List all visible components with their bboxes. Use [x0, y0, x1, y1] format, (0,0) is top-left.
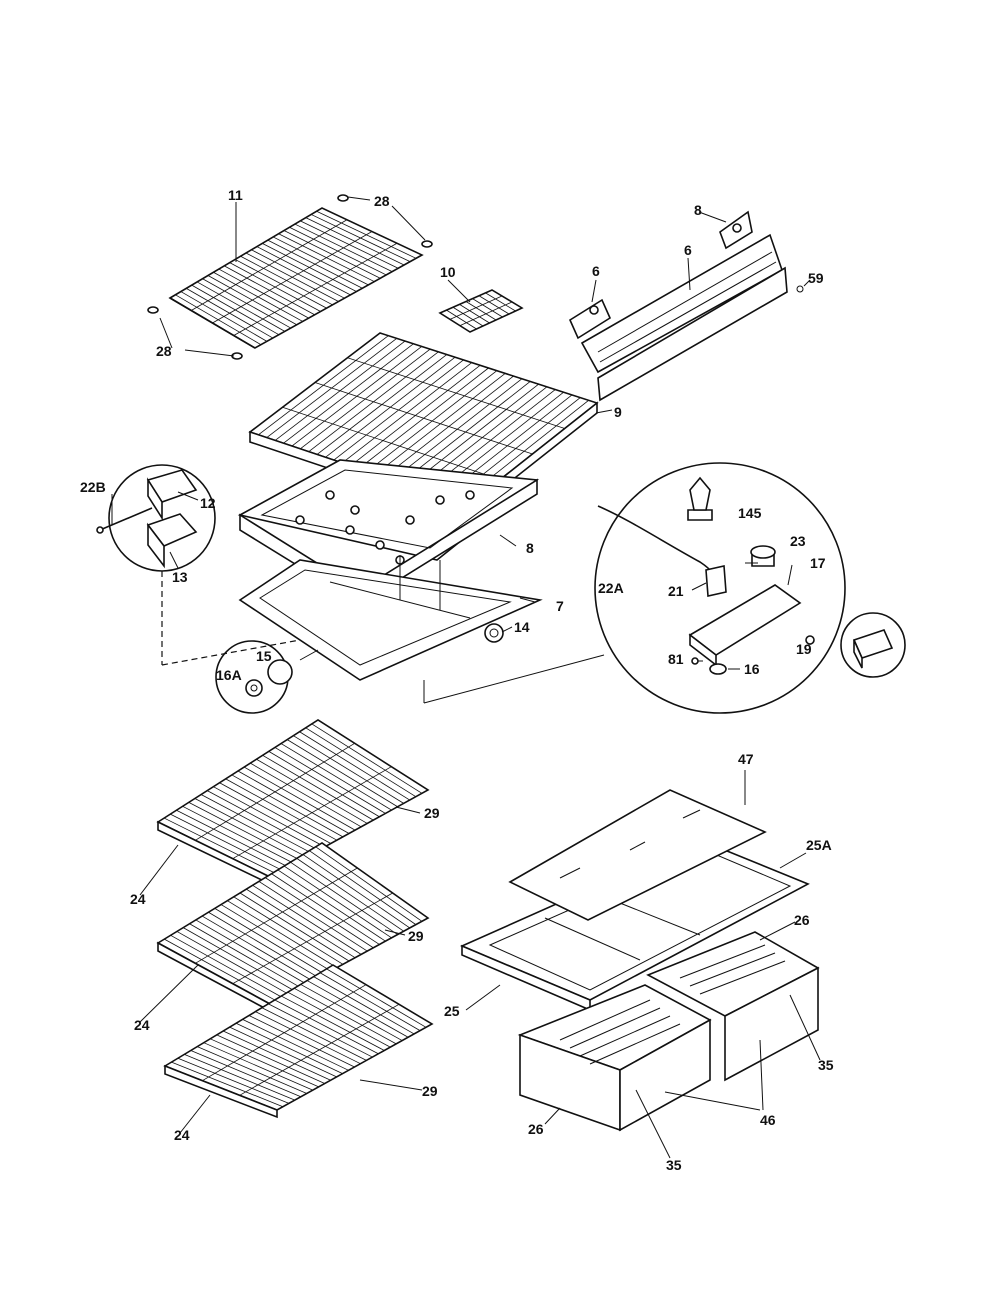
label-part-16a: 16A — [216, 667, 242, 683]
wire-shelf-top — [168, 207, 424, 349]
trim-bracket-assembly — [568, 210, 804, 402]
label-part-10: 10 — [440, 264, 456, 280]
label-part-23: 23 — [790, 533, 806, 549]
label-part-28: 28 — [156, 343, 172, 359]
label-part-9: 9 — [614, 404, 622, 420]
shelf-clip — [147, 194, 433, 360]
label-part-22a: 22A — [598, 580, 624, 596]
control-detail-inset — [96, 464, 301, 666]
glass-shelf-2 — [156, 842, 430, 1013]
label-part-21: 21 — [668, 583, 684, 599]
label-part-19: 19 — [796, 641, 812, 657]
label-part-16: 16 — [744, 661, 760, 677]
label-part-35: 35 — [818, 1057, 834, 1073]
drawer-frame — [238, 555, 543, 681]
label-part-81: 81 — [668, 651, 684, 667]
label-part-35: 35 — [666, 1157, 682, 1173]
label-part-13: 13 — [172, 569, 188, 585]
glass-shelf-3 — [163, 964, 434, 1119]
label-part-24: 24 — [130, 891, 146, 907]
leader-lines — [111, 196, 821, 1159]
label-part-59: 59 — [808, 270, 824, 286]
switch-detail-inset — [840, 612, 906, 678]
label-part-11: 11 — [228, 187, 243, 203]
label-part-8: 8 — [694, 202, 702, 218]
label-part-17: 17 — [810, 555, 826, 571]
label-part-22b: 22B — [80, 479, 106, 495]
label-part-26: 26 — [794, 912, 810, 928]
label-part-25: 25 — [444, 1003, 460, 1019]
crisper-drawer-left — [517, 984, 712, 1132]
thermostat-detail-inset — [423, 462, 846, 714]
label-part-7: 7 — [556, 598, 564, 614]
label-part-12: 12 — [200, 495, 216, 511]
label-part-145: 145 — [738, 505, 762, 521]
knob — [484, 623, 504, 643]
label-part-46: 46 — [760, 1112, 776, 1128]
glass-cover — [508, 789, 767, 921]
glass-shelf-1 — [156, 719, 430, 886]
label-part-26: 26 — [528, 1121, 544, 1137]
label-part-15: 15 — [256, 648, 272, 664]
label-part-29: 29 — [408, 928, 424, 944]
lamp-detail-inset — [215, 640, 319, 714]
label-part-6: 6 — [684, 242, 692, 258]
label-part-29: 29 — [424, 805, 440, 821]
label-part-6: 6 — [592, 263, 600, 279]
label-part-14: 14 — [514, 619, 530, 635]
label-part-25a: 25A — [806, 837, 832, 853]
label-part-24: 24 — [174, 1127, 190, 1143]
ice-tray — [438, 289, 524, 333]
part-labels: 11 28 28 10 8 6 6 59 9 22B 12 13 8 7 14 … — [80, 187, 834, 1173]
label-part-28: 28 — [374, 193, 390, 209]
label-part-47: 47 — [738, 751, 754, 767]
crisper-drawer-right — [646, 931, 820, 1082]
label-part-8: 8 — [526, 540, 534, 556]
label-part-24: 24 — [134, 1017, 150, 1033]
label-part-29: 29 — [422, 1083, 438, 1099]
